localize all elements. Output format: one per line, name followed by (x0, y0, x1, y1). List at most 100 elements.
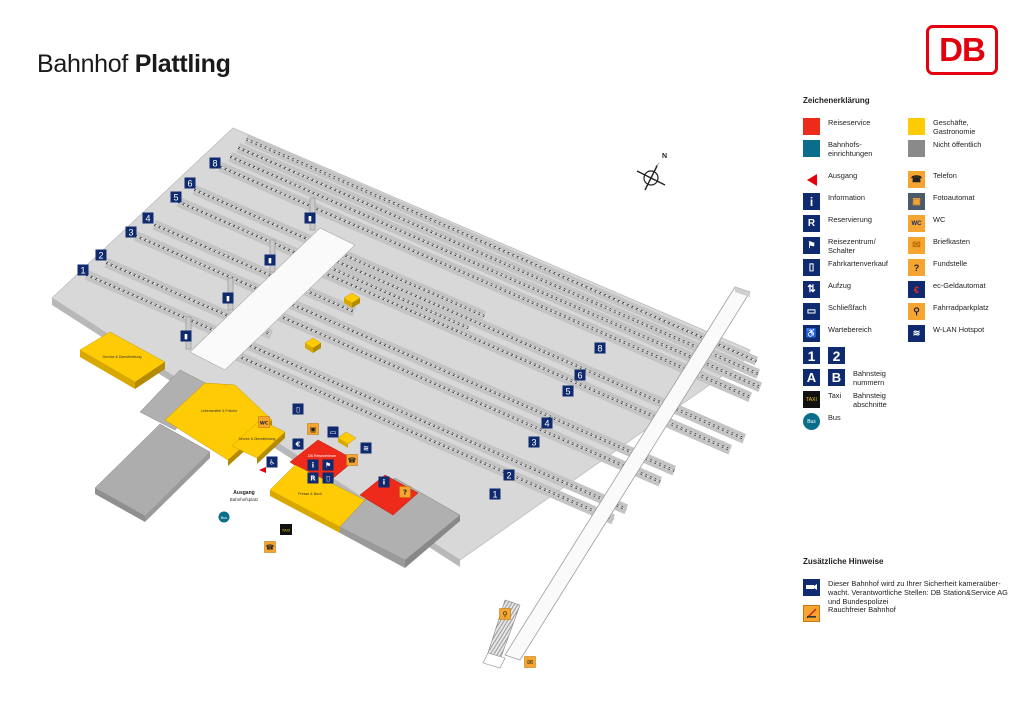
taxi-icon: TAXI (803, 391, 820, 408)
svg-text:5: 5 (565, 386, 570, 396)
svg-text:8: 8 (597, 343, 602, 353)
telefon-icon: ☎ (908, 171, 925, 188)
reisezentrum-label: DB Reisezentrum (308, 454, 336, 458)
track-bed (218, 162, 752, 403)
platform-number-1-icon: 1 (803, 347, 820, 364)
legend-platform-letters: A B Bahnsteig nummern (803, 369, 903, 387)
legend-taxi: TAXI Taxi Bahnsteig abschnitte (803, 391, 903, 409)
geschaefte-swatch (908, 118, 925, 135)
svg-text:⚲: ⚲ (502, 611, 507, 619)
reisezentrum-icon: ⚑ (322, 459, 334, 471)
svg-text:▮: ▮ (268, 257, 272, 265)
svg-text:TAXI: TAXI (282, 529, 290, 533)
track-rail (194, 189, 485, 317)
lebensmittel-label: Lebensmittel & Frische (201, 409, 238, 413)
additional-notes: Zusätzliche Hinweise Dieser Bahnhof wird… (803, 557, 1018, 622)
station-name: Plattling (134, 50, 231, 78)
legend-item-wartebereich: ♿Wartebereich (803, 325, 900, 342)
svg-text:8: 8 (212, 158, 217, 168)
track-rail (230, 156, 761, 388)
legend-label: Fotoautomat (933, 193, 975, 202)
legend-label: Aufzug (828, 281, 852, 290)
hint-video-surveillance-text: Dieser Bahnhof wird zu Ihrer Sicherheit … (828, 579, 1008, 606)
legend-label: Briefkasten (933, 237, 970, 246)
building-nicht-oeffentlich-west (94, 369, 216, 522)
fahrkartenverkauf-icon: ▯ (292, 403, 304, 415)
platform-badge-2: 2 (95, 249, 107, 261)
schliessfach-icon: ▭ (327, 426, 339, 438)
taxi-icon: TAXI (280, 524, 292, 535)
legend-label: Nicht öffentlich (933, 140, 982, 149)
wartebereich-icon: ♿ (266, 456, 278, 468)
legend-label: Fundstelle (933, 259, 968, 268)
legend-bus: Bus Bus (803, 413, 841, 430)
svg-text:4: 4 (544, 418, 549, 428)
legend-label: Telefon (933, 171, 957, 180)
service-west-label: Service & Dienstleistung (103, 355, 142, 359)
ec-geldautomat-icon: € (292, 438, 304, 450)
svg-text:▯: ▯ (326, 475, 330, 483)
platform-badge-5: 5 (170, 191, 182, 203)
hint-no-smoking-text: Rauchfreier Bahnhof (828, 605, 896, 614)
track-bed (298, 258, 732, 455)
fotoautomat-icon: ▣ (307, 423, 319, 435)
legend-label: Bahnhofs- einrichtungen (828, 140, 873, 158)
platform-badge-2: 2 (503, 469, 515, 481)
platform-letter-b-icon: B (828, 369, 845, 386)
exit-sublabel: Bahnhofsplatz (230, 497, 259, 502)
platform-badge-3: 3 (528, 436, 540, 448)
telefon-icon: ☎ (264, 541, 276, 553)
legend-item-wlan: ≋W-LAN Hotspot (908, 325, 1005, 342)
svg-text:5: 5 (173, 192, 178, 202)
legend-item-nicht-oeffentlich: Nicht öffentlich (908, 140, 1005, 157)
svg-text:▮: ▮ (184, 333, 188, 341)
reservierung-icon: R (803, 215, 820, 232)
legend-bus-label: Bus (828, 413, 841, 422)
fotoautomat-icon: ▣ (908, 193, 925, 210)
building-presse: Presse & Buch (269, 464, 366, 533)
legend-item-fahrradparkplatz: ⚲Fahrradparkplatz (908, 303, 1005, 320)
platform-badge-4: 4 (541, 417, 553, 429)
service-east-label: Service & Dienstleistung (239, 437, 276, 441)
svg-text:2: 2 (98, 250, 103, 260)
building-lebensmittel: Lebensmittel & Frische Service & Dienstl… (164, 382, 286, 466)
bus-stop-icon: Bus (218, 511, 230, 523)
svg-text:R: R (310, 475, 316, 483)
svg-text:⚑: ⚑ (325, 462, 331, 470)
legend-label: W-LAN Hotspot (933, 325, 985, 334)
legend-label: Information (828, 193, 865, 202)
exit-label: Ausgang (233, 490, 254, 496)
elevator-icon: ▮ (264, 254, 276, 266)
telefon-icon: ☎ (346, 454, 358, 466)
track-rail (246, 138, 757, 362)
platform-badge-1: 1 (489, 488, 501, 500)
wlan-icon: ≋ (360, 442, 372, 454)
track-bed (272, 292, 676, 476)
elevator-icon: ▮ (180, 330, 192, 342)
svg-text:☎: ☎ (348, 457, 357, 465)
exit-marker: Ausgang Bahnhofsplatz (230, 467, 266, 502)
presse-label: Presse & Buch (298, 492, 322, 496)
no-smoking-icon (803, 605, 820, 622)
legend-label: Wartebereich (828, 325, 872, 334)
briefkasten-icon: ✉ (908, 237, 925, 254)
legend-item-reisezentrum: ⚑Reisezentrum/ Schalter (803, 237, 900, 255)
legend-item-fotoautomat: ▣ Fotoautomat (908, 193, 1005, 210)
track-rail (178, 201, 469, 329)
legend-label: WC (933, 215, 946, 224)
exit-arrow-icon (259, 467, 266, 473)
legend-taxi-label: Taxi (828, 391, 842, 400)
legend-sections-label: Bahnsteig abschnitte (853, 391, 887, 409)
legend-item-fahrkartenverkauf: ▯Fahrkartenverkauf (803, 259, 900, 276)
svg-text:☎: ☎ (266, 544, 275, 552)
svg-text:WC: WC (260, 421, 269, 427)
track-beds (84, 135, 762, 525)
information-icon: i (307, 459, 319, 471)
svg-text:6: 6 (187, 178, 192, 188)
page-title: Bahnhof Plattling (37, 50, 231, 79)
legend-label: Fahrkartenverkauf (828, 259, 888, 268)
video-surveillance-icon (803, 579, 820, 596)
